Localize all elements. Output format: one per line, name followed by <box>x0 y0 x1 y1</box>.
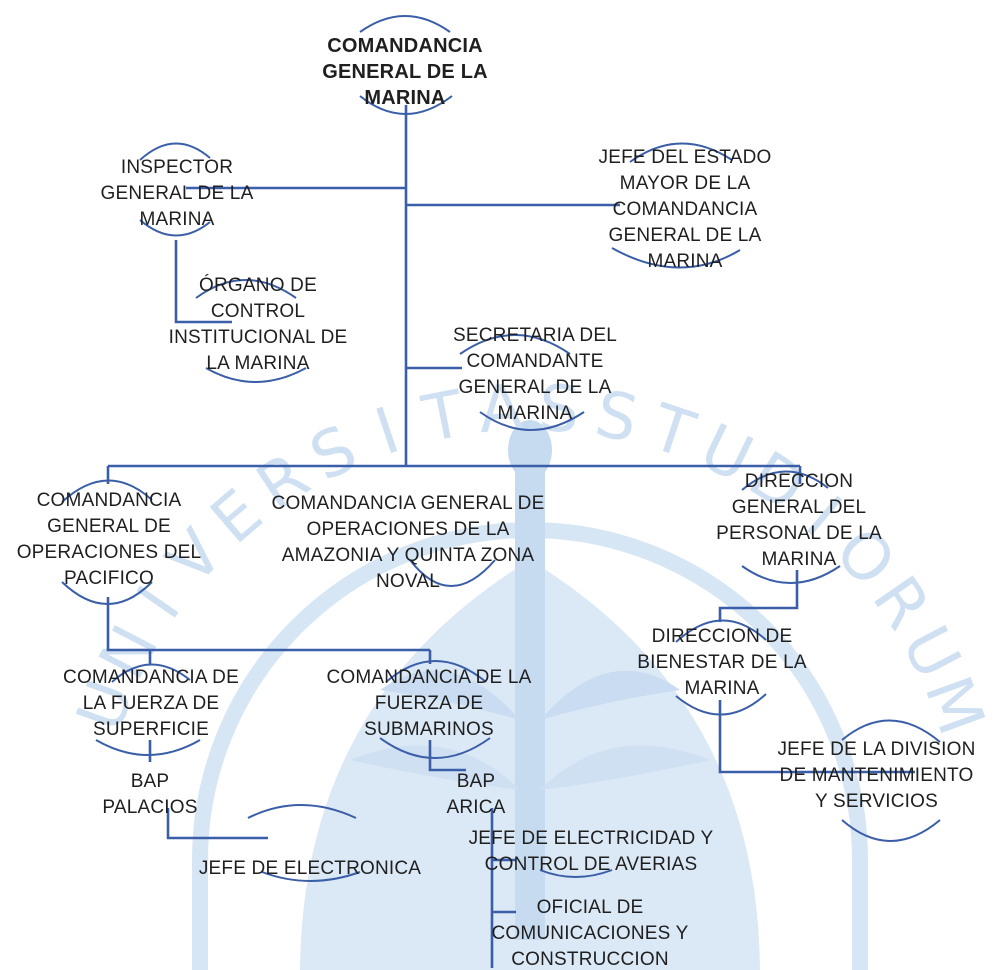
watermark-letter: A <box>477 372 526 449</box>
watermark-letter: S <box>536 372 581 448</box>
node-inspector-general: INSPECTOR GENERAL DE LA MARINA <box>100 157 254 230</box>
node-operaciones-amazonia: COMANDANCIA GENERAL DE OPERACIONES DE LA… <box>271 493 545 592</box>
node-comandancia-general: COMANDANCIA GENERAL DE LA MARINA <box>322 35 488 109</box>
node-direccion-bienestar: DIRECCION DE BIENESTAR DE LA MARINA <box>637 626 807 699</box>
node-fuerza-submarinos: COMANDANCIA DE LA FUERZA DE SUBMARINOS <box>326 667 532 740</box>
pacifico-branch-line <box>106 597 430 652</box>
node-secretaria: SECRETARIA DEL COMANDANTE GENERAL DE LA … <box>453 325 617 424</box>
node-direccion-personal: DIRECCION GENERAL DEL PERSONAL DE LA MAR… <box>716 471 882 570</box>
division-connector <box>718 700 915 774</box>
node-division-mantenimiento: JEFE DE LA DIVISION DE MANTENIMIENTO Y S… <box>777 739 976 812</box>
decorative-arcs <box>61 15 941 882</box>
node-jefe-electronica: JEFE DE ELECTRONICA <box>198 858 422 879</box>
node-jefe-estado-mayor: JEFE DEL ESTADO MAYOR DE LA COMANDANCIA … <box>598 147 772 272</box>
electronica-connector <box>166 808 268 840</box>
organo-connector <box>174 240 232 324</box>
node-organo-control: ÓRGANO DE CONTROL INSTITUCIONAL DE LA MA… <box>168 275 348 374</box>
node-oficial-comunicaciones: OFICIAL DE COMUNICACIONES Y CONSTRUCCION <box>491 897 689 970</box>
node-operaciones-pacifico: COMANDANCIA GENERAL DE OPERACIONES DEL P… <box>16 490 202 589</box>
node-bap-palacios: BAP PALACIOS <box>102 771 198 818</box>
node-jefe-electricidad: JEFE DE ELECTRICIDAD Y CONTROL DE AVERIA… <box>468 828 714 875</box>
node-fuerza-superficie: COMANDANCIA DE LA FUERZA DE SUPERFICIE <box>63 667 239 740</box>
bienestar-connector <box>718 570 799 622</box>
arica-connector <box>428 740 466 772</box>
node-bap-arica: BAP ARICA <box>446 771 506 818</box>
